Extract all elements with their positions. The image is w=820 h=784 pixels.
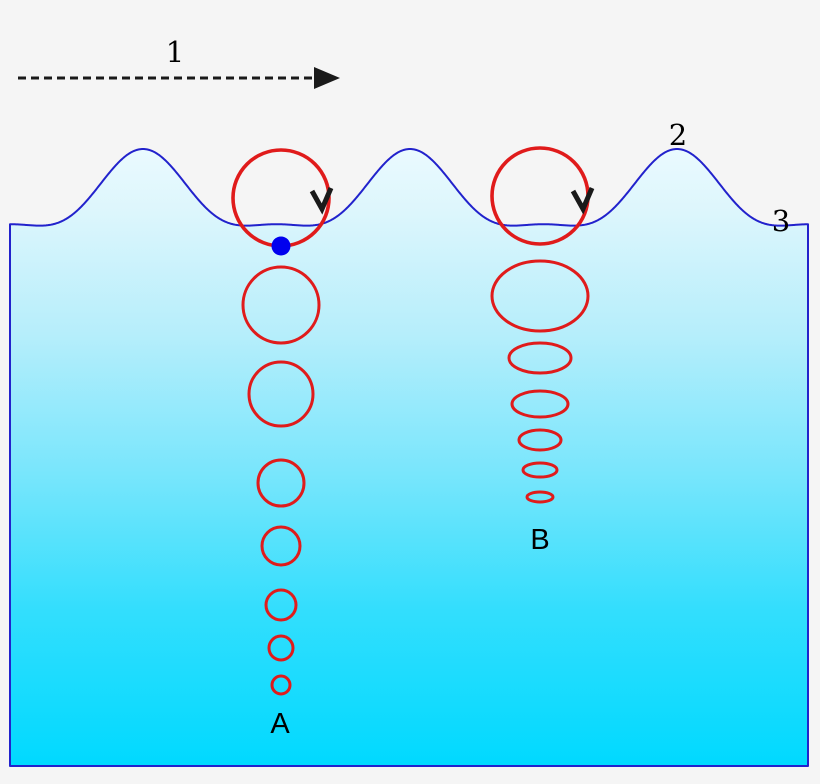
- column-label-B: B: [530, 524, 549, 556]
- orbit-ellipse: [270, 674, 292, 696]
- orbit-ellipse: [507, 341, 573, 375]
- orbit-ellipse: [521, 461, 559, 479]
- orbit-rotation-arrow-icon: [309, 187, 334, 215]
- propagation-arrow-head-icon: [314, 67, 340, 89]
- orbit-ellipse: [260, 525, 302, 567]
- orbit-ellipse: [525, 490, 555, 504]
- water-particle-dot: [271, 236, 291, 256]
- orbit-layer: [231, 146, 595, 696]
- orbit-ellipse: [247, 360, 315, 428]
- water-body: [9, 148, 809, 767]
- orbit-ellipse: [267, 634, 295, 662]
- propagation-direction-arrow: [18, 67, 340, 89]
- orbit-ellipse: [490, 259, 590, 333]
- callout-label-3: 3: [772, 204, 790, 238]
- label-layer: 1 2 3A B: [166, 35, 790, 740]
- column-label-A: A: [270, 708, 290, 740]
- orbit-ellipse: [510, 389, 570, 419]
- callout-label-2: 2: [669, 118, 687, 152]
- column-A: [231, 148, 334, 696]
- orbit-ellipse: [517, 428, 563, 452]
- column-B: [490, 146, 595, 504]
- callout-label-1: 1: [166, 35, 184, 69]
- water-surface-outline: [9, 148, 809, 767]
- orbit-rotation-arrow-icon: [570, 187, 595, 215]
- orbit-ellipse: [241, 265, 321, 345]
- water-fill: [10, 149, 808, 766]
- orbit-ellipse: [256, 458, 306, 508]
- orbit-ellipse: [264, 588, 298, 622]
